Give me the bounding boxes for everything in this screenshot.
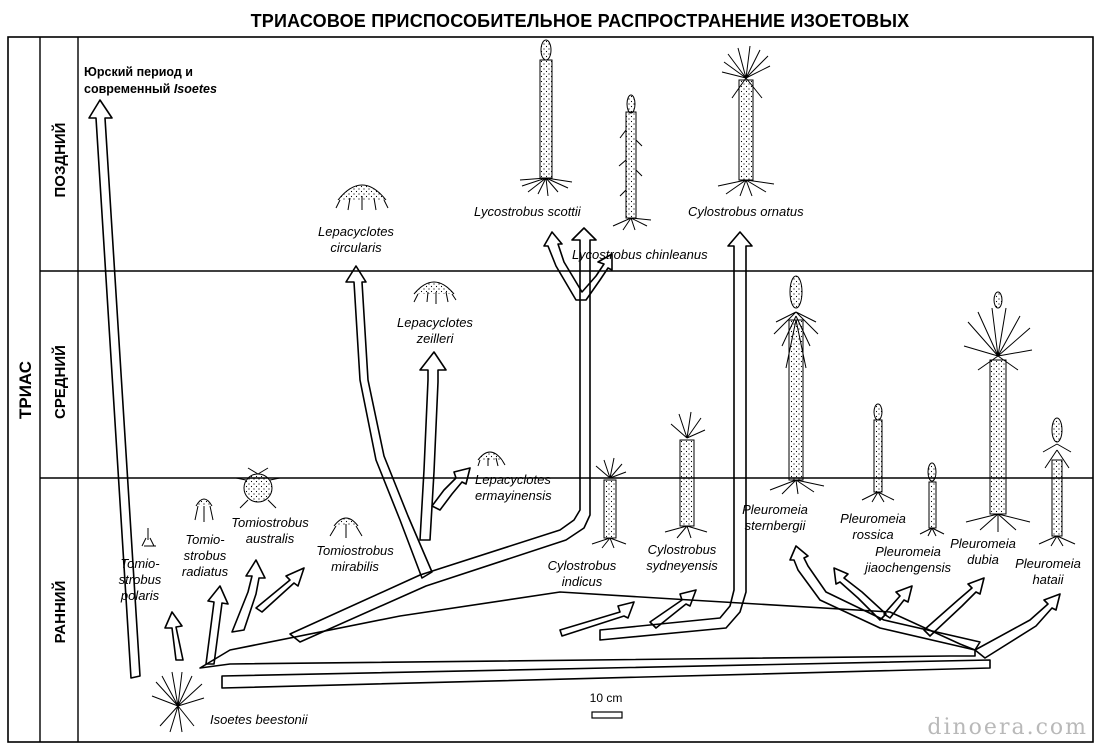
- label-pleuromeia-hataii-2: hataii: [1032, 572, 1064, 587]
- arrow-to-lepacyclotes-ermayinensis: [431, 467, 471, 511]
- label-tomiostrobus-radiatus-2: strobus: [184, 548, 227, 563]
- arrow-lycostrobus-fork: [543, 231, 613, 301]
- label-lepacyclotes-circularis-1: Lepacyclotes: [318, 224, 394, 239]
- arrow-to-pleuromeia-jiaochengensis: [883, 585, 913, 619]
- label-cylostrobus-ornatus: Cylostrobus ornatus: [688, 204, 804, 219]
- arrow-to-lepacyclotes-circularis: [345, 265, 433, 579]
- label-pleuromeia-jiaochengensis-1: Pleuromeia: [875, 544, 941, 559]
- label-tomiostrobus-polaris-3: polaris: [120, 588, 160, 603]
- plant-lycostrobus-scottii: [519, 39, 573, 197]
- arrow-to-lepacyclotes: [289, 227, 597, 643]
- label-pleuromeia-sternbergii-1: Pleuromeia: [742, 502, 808, 517]
- plant-tomiostrobus-radiatus: [194, 498, 214, 522]
- plant-tomiostrobus-mirabilis: [329, 517, 363, 538]
- label-cylostrobus-sydneyensis-2: sydneyensis: [646, 558, 718, 573]
- arrow-to-pleuromeia-dubia: [923, 577, 985, 637]
- plant-lepacyclotes-circularis: [335, 184, 389, 211]
- arrow-to-pleuromeia-rossica: [833, 567, 887, 621]
- arrow-to-jurassic: [88, 99, 141, 679]
- plant-cylostrobus-indicus: [591, 457, 627, 549]
- scale-bar: 10 cm: [590, 691, 623, 719]
- label-lycostrobus-chinleanus: Lycostrobus chinleanus: [572, 247, 708, 262]
- lineage-arrows: [88, 99, 1061, 689]
- label-lepacyclotes-circularis-2: circularis: [330, 240, 382, 255]
- label-cylostrobus-sydneyensis-1: Cylostrobus: [648, 542, 717, 557]
- jurassic-note-line2: современный Isoetes: [84, 82, 217, 96]
- arrow-to-tomiostrobus-radiatus: [205, 585, 229, 665]
- period-middle-label: СРЕДНИЙ: [51, 345, 69, 419]
- label-pleuromeia-sternbergii-2: sternbergii: [745, 518, 807, 533]
- label-tomiostrobus-australis-2: australis: [246, 531, 295, 546]
- label-lycostrobus-scottii: Lycostrobus scottii: [474, 204, 582, 219]
- plant-lycostrobus-chinleanus: [612, 94, 652, 231]
- label-lepacyclotes-zeilleri-1: Lepacyclotes: [397, 315, 473, 330]
- label-tomiostrobus-radiatus-3: radiatus: [182, 564, 229, 579]
- label-tomiostrobus-australis-1: Tomiostrobus: [231, 515, 309, 530]
- plant-cylostrobus-ornatus: [717, 45, 775, 197]
- time-frame: [7, 36, 1094, 743]
- plant-pleuromeia-jiaochengensis: [919, 462, 945, 537]
- arrow-to-cylostrobus-sydneyensis: [649, 589, 697, 629]
- period-early-label: РАННИЙ: [51, 581, 69, 644]
- arrow-to-tomiostrobus-mirabilis: [255, 567, 305, 613]
- label-pleuromeia-dubia-1: Pleuromeia: [950, 536, 1016, 551]
- scale-bar-label: 10 cm: [590, 691, 623, 705]
- plant-pleuromeia-rossica: [861, 403, 895, 503]
- era-label: ТРИАС: [16, 361, 35, 419]
- label-tomiostrobus-mirabilis-2: mirabilis: [331, 559, 379, 574]
- label-lepacyclotes-ermayinensis-2: ermayinensis: [475, 488, 552, 503]
- jurassic-note-taxon: Isoetes: [174, 82, 217, 96]
- plant-lepacyclotes-zeilleri: [413, 281, 457, 304]
- label-tomiostrobus-polaris-2: strobus: [119, 572, 162, 587]
- plant-lepacyclotes-ermayinensis: [477, 451, 506, 467]
- jurassic-note-prefix: современный: [84, 82, 174, 96]
- plant-cylostrobus-sydneyensis: [664, 411, 708, 539]
- label-pleuromeia-dubia-2: dubia: [967, 552, 999, 567]
- label-cylostrobus-indicus-1: Cylostrobus: [548, 558, 617, 573]
- arrow-to-pleuromeia-hataii: [974, 593, 1061, 659]
- arrow-stem-bottom: [221, 659, 991, 689]
- arrow-to-tomiostrobus-polaris: [164, 611, 184, 661]
- period-late-label: ПОЗДНИЙ: [51, 123, 69, 198]
- arrow-to-cylostrobus-indicus: [559, 601, 635, 637]
- arrow-to-lepacyclotes-zeilleri: [419, 351, 447, 541]
- label-tomiostrobus-radiatus-1: Tomio-: [185, 532, 225, 547]
- plant-isoetes-beestonii: [151, 671, 205, 733]
- label-lepacyclotes-zeilleri-2: zeilleri: [416, 331, 455, 346]
- plant-illustrations: [141, 39, 1076, 733]
- plant-pleuromeia-dubia: [963, 291, 1033, 532]
- watermark: dinoera.com: [927, 715, 1088, 740]
- arrow-to-tomiostrobus-australis: [231, 559, 266, 633]
- jurassic-note-line1: Юрский период и: [84, 65, 193, 79]
- label-isoetes-beestonii: Isoetes beestonii: [210, 712, 309, 727]
- label-pleuromeia-jiaochengensis-2: jiaochengensis: [863, 560, 952, 575]
- label-pleuromeia-hataii-1: Pleuromeia: [1015, 556, 1081, 571]
- label-tomiostrobus-polaris-1: Tomio-: [120, 556, 160, 571]
- label-cylostrobus-indicus-2: indicus: [562, 574, 603, 589]
- plant-pleuromeia-hataii: [1038, 417, 1076, 547]
- label-lepacyclotes-ermayinensis-1: Lepacyclotes: [475, 472, 551, 487]
- arrow-stem-main: [199, 591, 976, 669]
- plant-pleuromeia-sternbergii: [769, 275, 825, 495]
- plant-tomiostrobus-australis: [235, 467, 281, 509]
- label-pleuromeia-rossica-2: rossica: [852, 527, 893, 542]
- plant-tomiostrobus-polaris: [141, 528, 156, 547]
- diagram-title: ТРИАСОВОЕ ПРИСПОСОБИТЕЛЬНОЕ РАСПРОСТРАНЕ…: [251, 11, 910, 31]
- label-tomiostrobus-mirabilis-1: Tomiostrobus: [316, 543, 394, 558]
- label-pleuromeia-rossica-1: Pleuromeia: [840, 511, 906, 526]
- arrow-to-cylostrobus-ornatus: [599, 231, 753, 641]
